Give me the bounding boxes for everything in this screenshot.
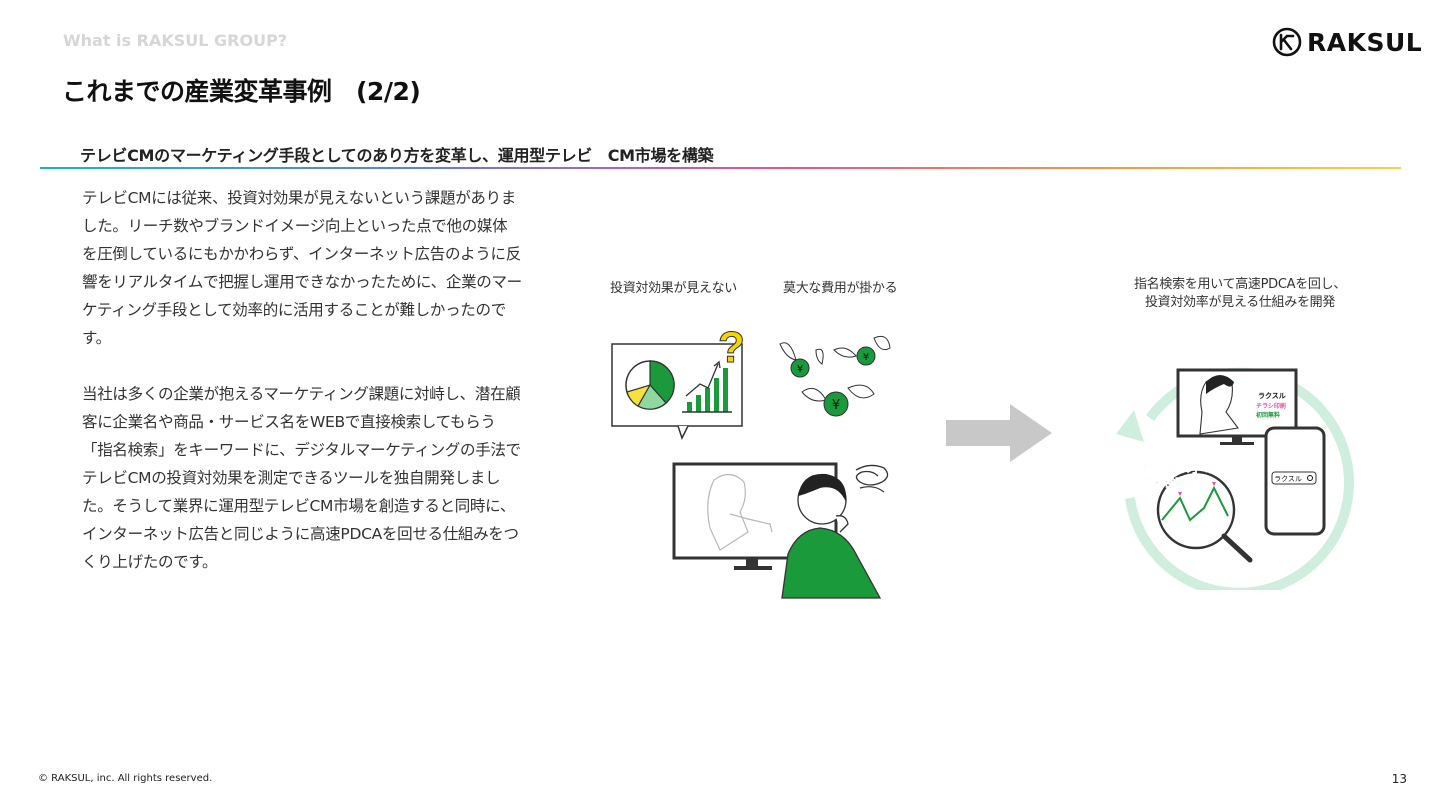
caption-roi-invisible: 投資対効果が見えない: [610, 281, 738, 296]
bar-growth-icon: [682, 360, 732, 413]
body-text: テレビCMには従来、投資対効果が見えないという課題がありました。リーチ数やブラン…: [82, 184, 522, 576]
flying-money-illustration: ¥ ¥ ¥: [779, 335, 891, 417]
gradient-divider: [40, 167, 1401, 169]
svg-text:初回無料: 初回無料: [1256, 411, 1280, 419]
tv-ad-icon: ラクスル チラシ印刷 初回無料: [1176, 368, 1298, 445]
pdca-cycle-illustration: ラクスル チラシ印刷 初回無料 ラクスル 「ラクスル」の 指名検索数: [1116, 367, 1354, 590]
brand-logo: RAKSUL: [1272, 27, 1422, 57]
right-arrow-icon: [946, 404, 1052, 462]
question-mark-icon: ?: [718, 323, 745, 372]
search-icon: [1307, 475, 1313, 481]
chart-board-illustration: ?: [611, 323, 745, 440]
search-box-text: ラクスル: [1274, 475, 1302, 483]
pie-chart-icon: [625, 360, 675, 410]
svg-text:¥: ¥: [797, 364, 803, 375]
graph-label-line-2: 指名検索数: [1142, 475, 1198, 489]
page-number: 13: [1391, 772, 1407, 786]
caption-huge-cost: 莫大な費用が掛かる: [783, 281, 898, 296]
svg-text:チラシ印刷: チラシ印刷: [1256, 402, 1286, 410]
money-coin-icon: ¥: [779, 342, 824, 378]
copyright: © RAKSUL, inc. All rights reserved.: [38, 773, 213, 784]
page-title: これまでの産業変革事例 (2/2): [62, 77, 421, 106]
smartphone-icon: ラクスル: [1264, 426, 1326, 536]
body-paragraph-1: テレビCMには従来、投資対効果が見えないという課題がありました。リーチ数やブラン…: [82, 189, 522, 347]
body-paragraph-2: 当社は多くの企業が抱えるマーケティング課題に対峙し、潜在顧客に企業名や商品・サー…: [82, 385, 521, 571]
magnifier-graph-icon: [1156, 470, 1253, 563]
confused-viewer-illustration: [672, 462, 889, 599]
graph-label-line-1: 「ラクスル」の: [1138, 461, 1215, 475]
caption-solution: 指名検索を用いて高速PDCAを回し、 投資対効率が見える仕組みを開発: [1110, 276, 1370, 312]
money-coin-icon: ¥: [801, 384, 875, 417]
caption-solution-line-1: 指名検索を用いて高速PDCAを回し、: [1133, 277, 1347, 292]
section-subtitle: テレビCMのマーケティング手段としてのあり方を変革し、運用型テレビ CM市場を構…: [80, 146, 714, 165]
section-eyebrow: What is RAKSUL GROUP?: [63, 31, 288, 50]
raksul-mark-icon: [1272, 27, 1302, 57]
caption-solution-line-2: 投資対効率が見える仕組みを開発: [1144, 295, 1336, 310]
svg-text:ラクスル: ラクスル: [1258, 391, 1286, 400]
brand-name: RAKSUL: [1307, 27, 1423, 57]
svg-text:¥: ¥: [832, 398, 840, 413]
confused-man-icon: [781, 464, 889, 599]
cycle-arrow-head-icon: [1116, 410, 1144, 442]
money-coin-icon: ¥: [833, 335, 891, 366]
svg-text:¥: ¥: [863, 352, 869, 363]
